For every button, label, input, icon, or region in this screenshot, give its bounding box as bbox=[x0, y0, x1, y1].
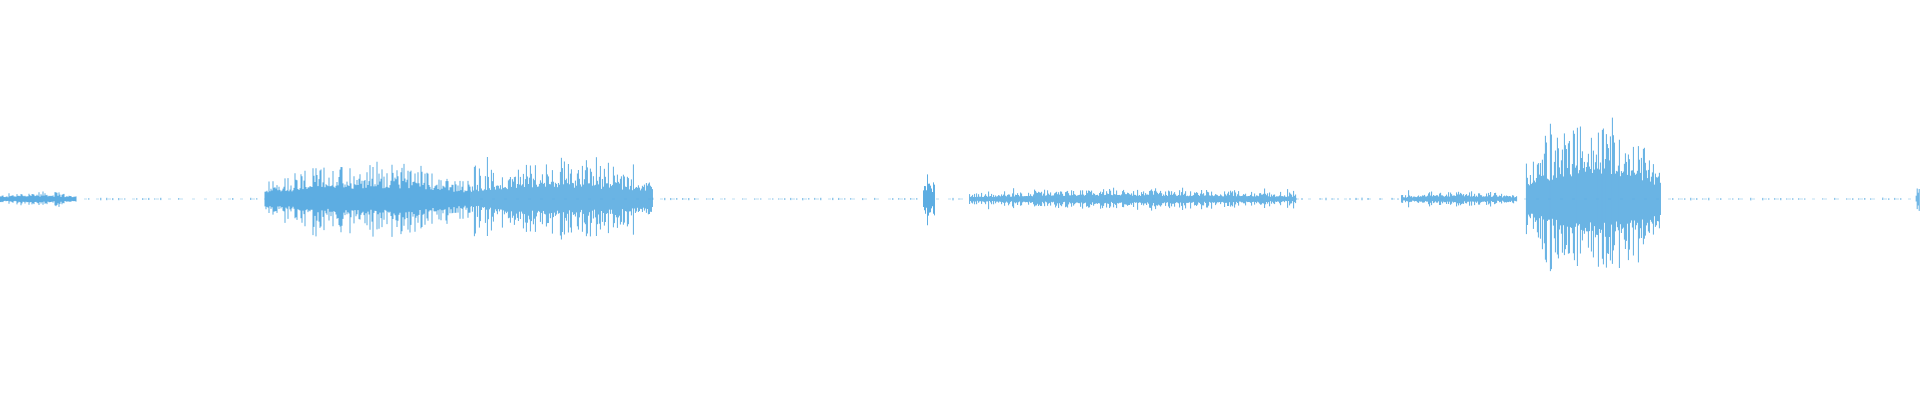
waveform-segment bbox=[952, 197, 960, 201]
waveform-segment bbox=[88, 197, 258, 201]
waveform-lines bbox=[0, 117, 1920, 272]
waveform-segment bbox=[923, 174, 935, 226]
waveform-segment bbox=[969, 187, 1297, 211]
waveform-segment bbox=[469, 157, 653, 240]
waveform-segment bbox=[1525, 117, 1661, 272]
waveform-segment bbox=[1672, 197, 1902, 201]
waveform-segment bbox=[1915, 188, 1920, 211]
waveform-segment bbox=[264, 161, 471, 237]
waveform-segment bbox=[652, 197, 918, 201]
